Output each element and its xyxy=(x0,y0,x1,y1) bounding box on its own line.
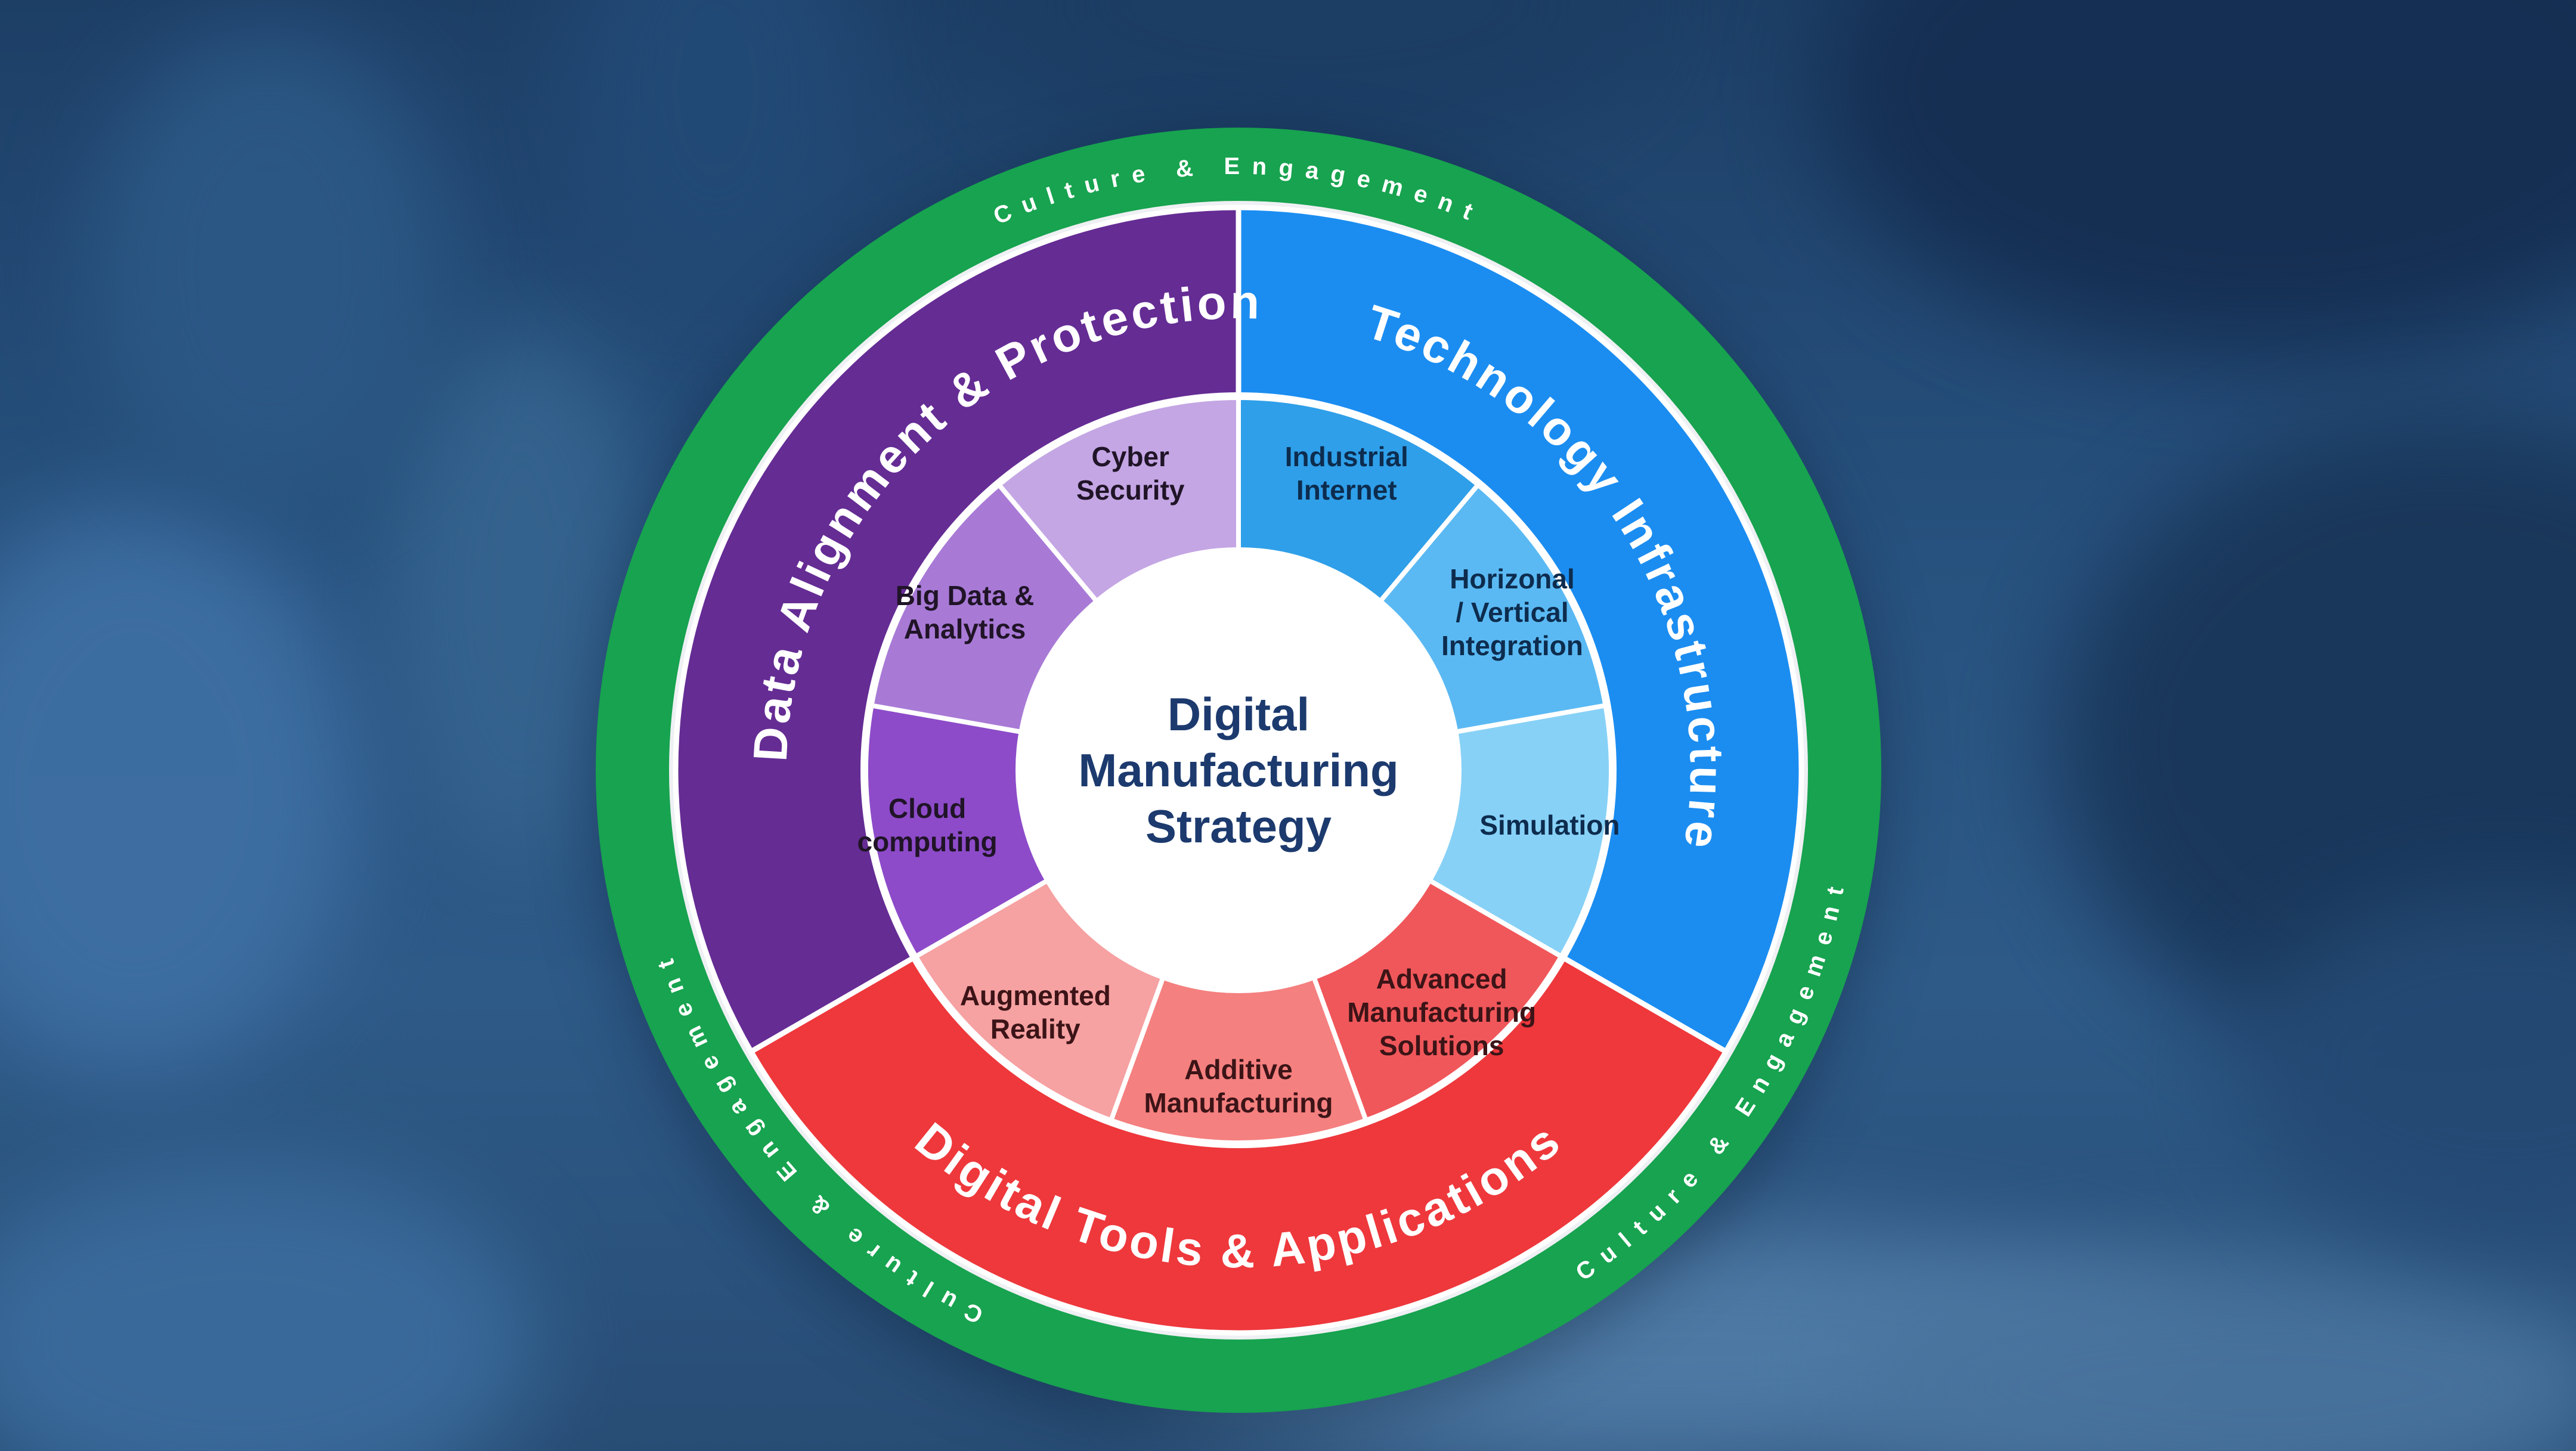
center-disc xyxy=(1015,547,1462,993)
segment-label-big-data-analytics: Big Data &Analytics xyxy=(896,580,1035,644)
segment-label-simulation: Simulation xyxy=(1479,810,1620,841)
background-blur-blob xyxy=(89,30,447,507)
background-blur-blob xyxy=(0,507,358,1073)
